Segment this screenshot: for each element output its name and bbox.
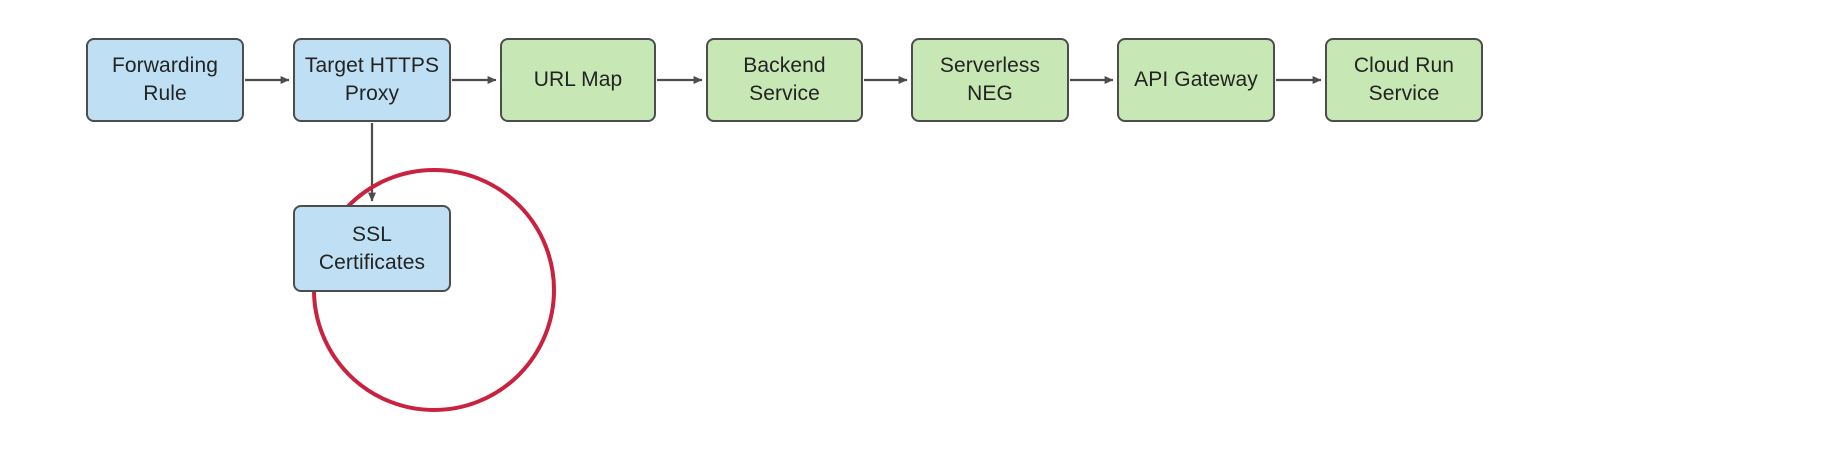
node-api-gateway[interactable]: API Gateway <box>1117 38 1275 122</box>
node-api-gateway-label: API Gateway <box>1134 68 1258 92</box>
node-cloud-run-service[interactable]: Cloud Run Service <box>1325 38 1483 122</box>
node-forwarding-rule[interactable]: Forwarding Rule <box>86 38 244 122</box>
node-url-map-label: URL Map <box>533 68 623 92</box>
node-serverless-neg[interactable]: Serverless NEG <box>911 38 1069 122</box>
node-url-map[interactable]: URL Map <box>500 38 656 122</box>
node-cloud-run-service-label: Cloud Run Service <box>1353 54 1455 105</box>
node-ssl-certificates[interactable]: SSL Certificates <box>293 205 451 292</box>
node-target-https-proxy-label: Target HTTPS Proxy <box>304 54 440 105</box>
node-backend-service[interactable]: Backend Service <box>706 38 863 122</box>
node-backend-service-label: Backend Service <box>743 54 826 105</box>
node-serverless-neg-label: Serverless NEG <box>939 54 1041 105</box>
node-ssl-certificates-label: SSL Certificates <box>318 222 426 274</box>
node-forwarding-rule-label: Forwarding Rule <box>111 54 219 105</box>
node-target-https-proxy[interactable]: Target HTTPS Proxy <box>293 38 451 122</box>
